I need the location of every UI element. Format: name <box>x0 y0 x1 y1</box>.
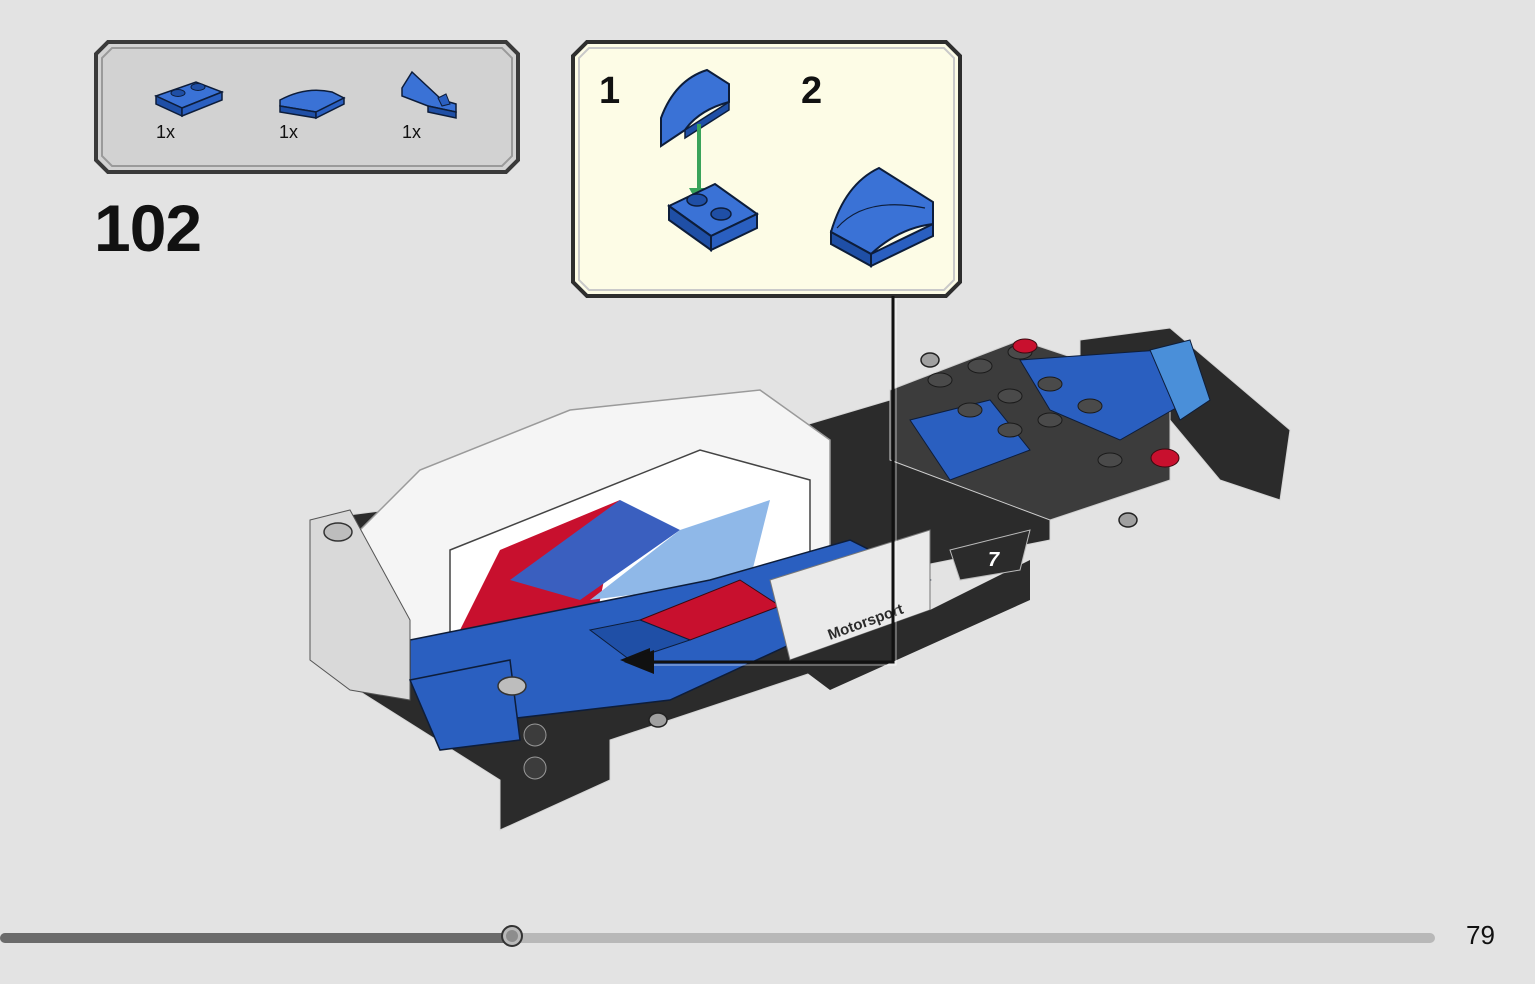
blue-wing-wedge-icon <box>401 70 457 119</box>
substep-1-assembly <box>660 68 759 252</box>
page-number: 79 <box>1466 920 1495 950</box>
substep-1-label: 1 <box>599 70 621 112</box>
blue-curved-slope-icon <box>279 89 346 120</box>
parts-list-panel: 1x 1x 1x <box>94 40 520 174</box>
part-quantity: 1x <box>156 122 176 142</box>
part-quantity: 1x <box>402 122 422 142</box>
substep-2-label: 2 <box>801 70 823 112</box>
progress-slider-handle[interactable] <box>501 925 524 947</box>
part-quantity: 1x <box>279 122 299 142</box>
page-progress-bar[interactable] <box>0 925 1435 947</box>
step-number: 102 <box>94 191 202 265</box>
progress-fill <box>0 933 513 943</box>
car-number-decal: 7 <box>988 549 1000 571</box>
substep-callout-panel: 1 2 <box>571 40 962 298</box>
car-assembly-illustration: Motorsport 7 <box>309 327 1291 831</box>
blue-plate-1x2-icon <box>154 81 225 118</box>
substep-2-assembly <box>829 166 934 268</box>
